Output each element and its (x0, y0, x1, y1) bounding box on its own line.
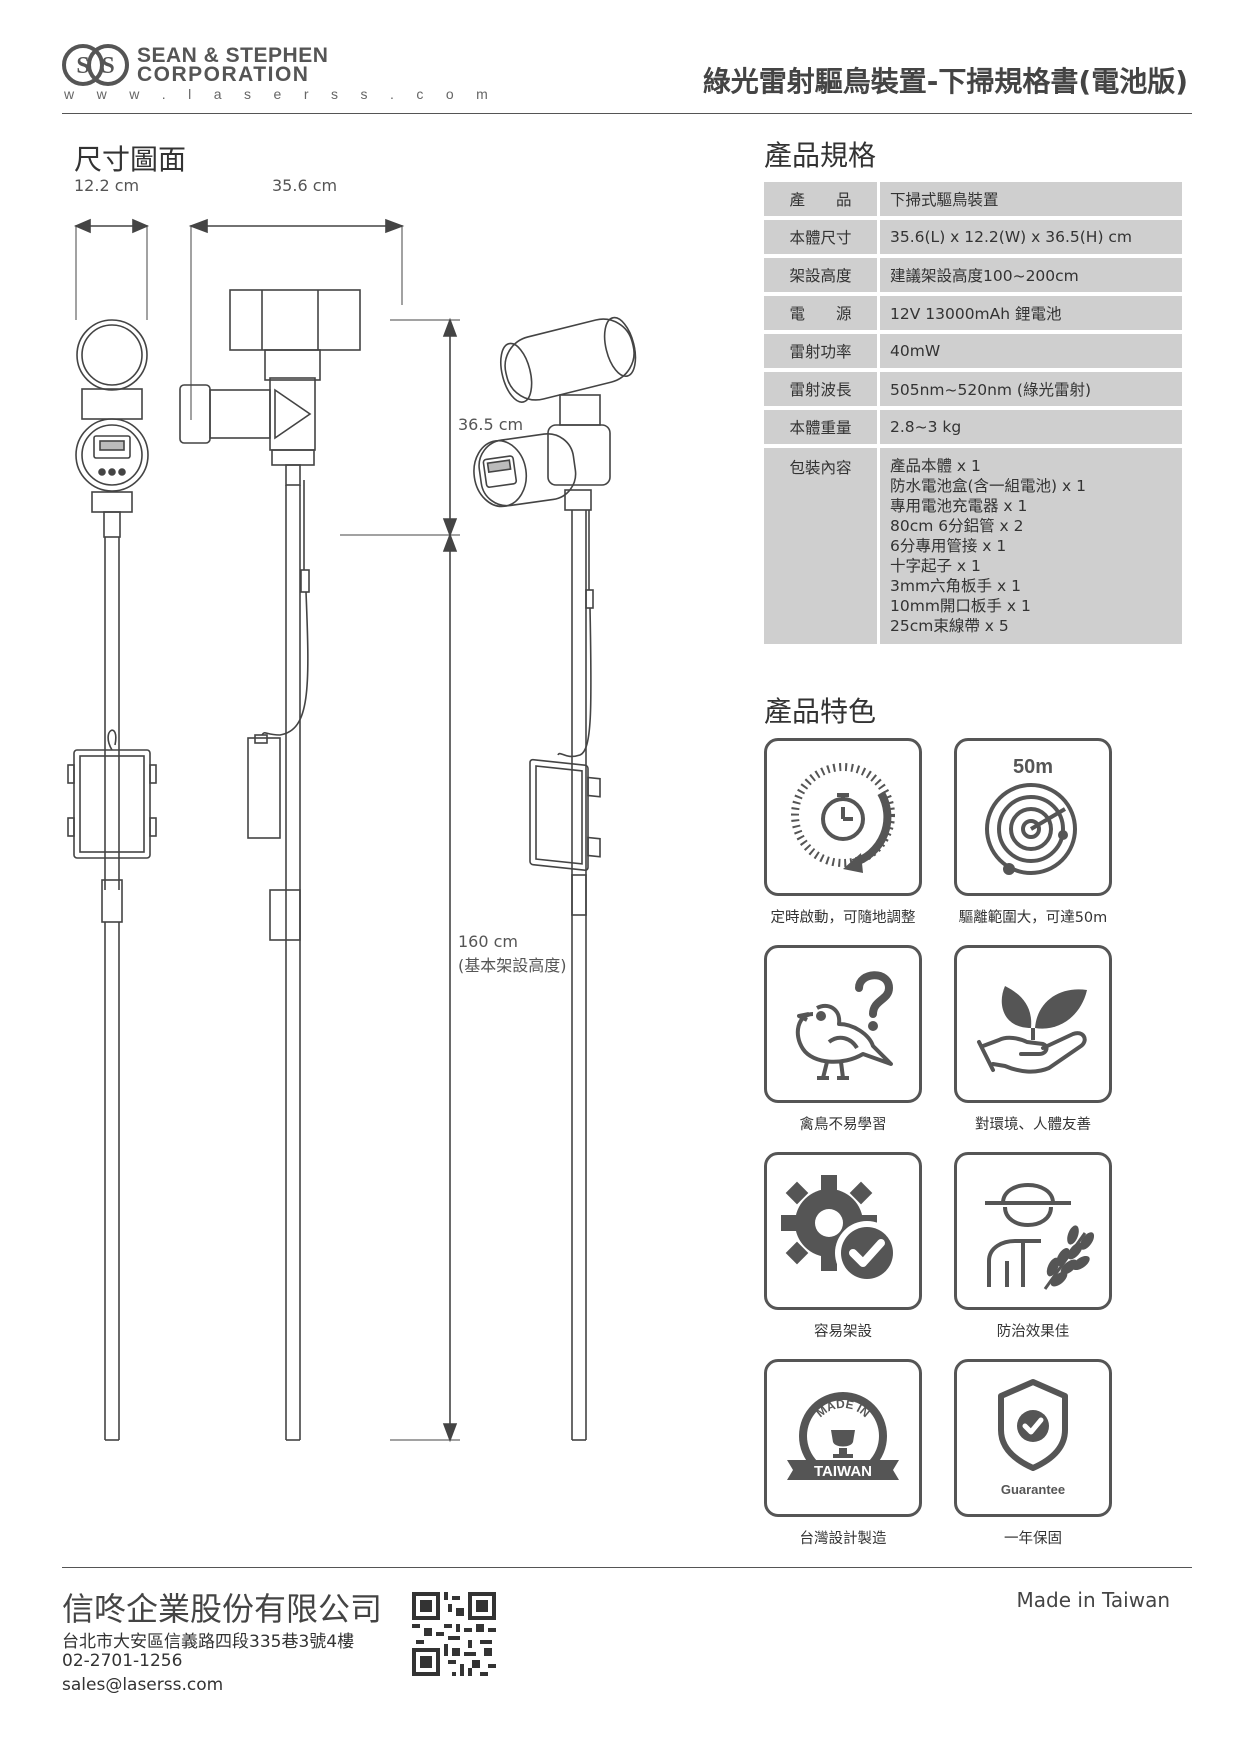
spec-key: 雷射功率 (764, 334, 880, 368)
spec-row: 雷射功率 40mW (764, 334, 1182, 368)
confused-bird-icon (795, 971, 894, 1080)
dim-length-label: 35.6 cm (272, 176, 338, 195)
spec-key: 雷射波長 (764, 372, 880, 406)
dim-mount-label: 160 cm (458, 932, 519, 951)
feature-card: 禽鳥不易學習 (764, 945, 922, 1134)
feature-card: 對環境、人體友善 (954, 945, 1112, 1134)
svg-text:S: S (76, 53, 89, 79)
feature-icon-box: 50m (954, 738, 1112, 896)
qr-code-icon (412, 1592, 496, 1676)
spec-row: 產 品 下掃式驅鳥裝置 (764, 182, 1182, 216)
badge-top-text: MADE IN (813, 1397, 872, 1420)
package-item: 6分專用管接 x 1 (890, 537, 1007, 555)
svg-text:S: S (101, 53, 114, 79)
dimension-drawing: 12.2 cm 35.6 cm 36.5 cm 160 cm (基本架設高度) (60, 176, 740, 1470)
feature-card: 容易架設 (764, 1152, 922, 1341)
spec-row: 本體尺寸 35.6(L) x 12.2(W) x 36.5(H) cm (764, 220, 1182, 254)
spec-value: 35.6(L) x 12.2(W) x 36.5(H) cm (880, 220, 1182, 254)
feature-caption: 驅離範圍大，可達50m (958, 910, 1108, 926)
features-heading: 產品特色 (764, 695, 877, 728)
package-list: 產品本體 x 1 防水電池盒(含一組電池) x 1 專用電池充電器 x 1 80… (880, 448, 1182, 644)
spec-key: 架設高度 (764, 258, 880, 292)
spec-value: 40mW (880, 334, 1182, 368)
package-item: 80cm 6分鋁管 x 2 (890, 517, 1024, 535)
farmer-wheat-icon (985, 1183, 1095, 1290)
spec-value: 505nm~520nm (綠光雷射) (880, 372, 1182, 406)
feature-caption: 一年保固 (1004, 1531, 1062, 1547)
feature-icon-box (764, 945, 922, 1103)
package-item: 防水電池盒(含一組電池) x 1 (890, 477, 1086, 495)
feature-icon-box (764, 738, 922, 896)
spec-value: 12V 13000mAh 鋰電池 (880, 296, 1182, 330)
feature-caption: 定時啟動，可隨地調整 (770, 910, 916, 926)
company-email: sales@laserss.com (62, 1675, 224, 1695)
dim-mount-note: (基本架設高度) (458, 956, 567, 975)
spec-row: 雷射波長 505nm~520nm (綠光雷射) (764, 372, 1182, 406)
range-badge: 50m (1013, 756, 1053, 778)
specs-heading: 產品規格 (764, 139, 877, 172)
feature-caption: 防治效果佳 (996, 1324, 1070, 1340)
website-url: w w w . l a s e r s s . c o m (64, 86, 498, 102)
company-logo: S S SEAN & STEPHEN CORPORATION w w w . l… (62, 42, 488, 106)
spec-key: 包裝內容 (764, 448, 880, 644)
feature-card: 定時啟動，可隨地調整 (764, 738, 922, 927)
feature-caption: 台灣設計製造 (799, 1531, 887, 1547)
feature-caption: 容易架設 (814, 1324, 872, 1340)
company-address: 台北市大安區信義路四段335巷3號4樓 (62, 1632, 355, 1652)
spec-row: 本體重量 2.8~3 kg (764, 410, 1182, 444)
spec-value: 下掃式驅鳥裝置 (880, 182, 1182, 216)
spec-key: 產 品 (764, 182, 880, 216)
ss-logo-icon: S S (62, 44, 129, 86)
spec-key: 本體重量 (764, 410, 880, 444)
hand-leaves-icon (977, 986, 1087, 1074)
radar-range-icon: 50m (985, 756, 1077, 875)
spec-value: 建議架設高度100~200cm (880, 258, 1182, 292)
dim-height-label: 36.5 cm (458, 415, 524, 434)
package-item: 10mm開口板手 x 1 (890, 597, 1031, 615)
spec-table: 產 品 下掃式驅鳥裝置 本體尺寸 35.6(L) x 12.2(W) x 36.… (764, 178, 1182, 648)
feature-card: 防治效果佳 (954, 1152, 1112, 1341)
made-in-taiwan-badge-icon: MADE IN TAIWAN (787, 1392, 899, 1480)
company-name: 信咚企業股份有限公司 (62, 1590, 383, 1628)
guarantee-label: Guarantee (1001, 1482, 1065, 1497)
company-phone: 02-2701-1256 (62, 1651, 183, 1671)
spec-key: 本體尺寸 (764, 220, 880, 254)
feature-card: Guarantee 一年保固 (954, 1359, 1112, 1548)
package-item: 十字起子 x 1 (890, 557, 981, 575)
document-title: 綠光雷射驅鳥裝置-下掃規格書(電池版) (702, 65, 1188, 98)
spec-row: 電 源 12V 13000mAh 鋰電池 (764, 296, 1182, 330)
feature-icon-box (954, 1152, 1112, 1310)
gear-check-icon (781, 1175, 899, 1285)
feature-caption: 對環境、人體友善 (975, 1117, 1091, 1133)
feature-icon-box: Guarantee (954, 1359, 1112, 1517)
feature-icon-box (764, 1152, 922, 1310)
package-item: 3mm六角板手 x 1 (890, 577, 1021, 595)
footer-divider (62, 1567, 1192, 1568)
made-in-taiwan-text: Made in Taiwan (1016, 1588, 1170, 1612)
spec-value: 2.8~3 kg (880, 410, 1182, 444)
header-divider (62, 113, 1192, 114)
brand-name-line1: SEAN & STEPHEN (137, 44, 329, 67)
timer-icon (791, 763, 895, 873)
product-drawing (67, 218, 637, 1443)
feature-card: 50m 驅離範圍大，可達50m (954, 738, 1112, 927)
svg-text:MADE IN: MADE IN (813, 1397, 872, 1420)
dim-width-label: 12.2 cm (74, 176, 140, 195)
spec-row-package: 包裝內容 產品本體 x 1 防水電池盒(含一組電池) x 1 專用電池充電器 x… (764, 448, 1182, 644)
package-item: 產品本體 x 1 (890, 457, 981, 475)
feature-card: MADE IN TAIWAN 台灣設計製造 (764, 1359, 922, 1548)
brand-name-line2: CORPORATION (137, 63, 310, 86)
feature-caption: 禽鳥不易學習 (799, 1117, 887, 1133)
badge-bottom-text: TAIWAN (814, 1463, 872, 1480)
drawing-heading: 尺寸圖面 (74, 143, 187, 176)
spec-row: 架設高度 建議架設高度100~200cm (764, 258, 1182, 292)
spec-key: 電 源 (764, 296, 880, 330)
shield-check-icon: Guarantee (998, 1379, 1068, 1497)
feature-icon-box (954, 945, 1112, 1103)
package-item: 專用電池充電器 x 1 (890, 497, 1028, 515)
package-item: 25cm束線帶 x 5 (890, 617, 1009, 635)
feature-icon-box: MADE IN TAIWAN (764, 1359, 922, 1517)
